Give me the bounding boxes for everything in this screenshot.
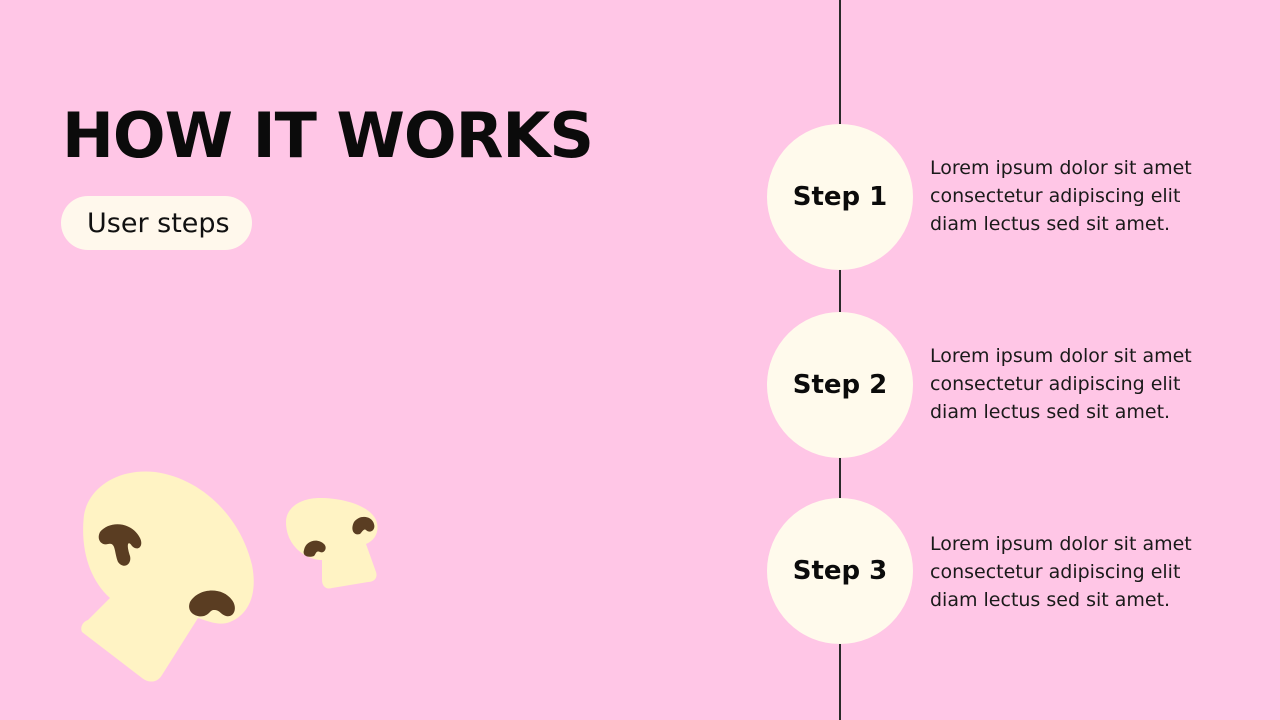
- step-3-description-line: Lorem ipsum dolor sit amet: [930, 533, 1192, 555]
- step-2-description: Lorem ipsum dolor sit amet consectetur a…: [930, 342, 1250, 426]
- step-1-description-line: diam lectus sed sit amet.: [930, 213, 1171, 235]
- small-mushroom-slice-icon: [286, 498, 378, 589]
- subtitle-pill: User steps: [61, 196, 252, 250]
- step-2-description-line: Lorem ipsum dolor sit amet: [930, 345, 1192, 367]
- step-3-description-line: consectetur adipiscing elit: [930, 561, 1181, 583]
- step-3-circle: Step 3: [767, 498, 913, 644]
- step-1-circle: Step 1: [767, 124, 913, 270]
- step-3-description-line: diam lectus sed sit amet.: [930, 589, 1171, 611]
- step-2-description-line: consectetur adipiscing elit: [930, 373, 1181, 395]
- step-2-label: Step 2: [792, 370, 888, 400]
- step-1-label: Step 1: [792, 182, 888, 212]
- large-mushroom-slice-icon: [81, 471, 254, 682]
- step-1-description-line: consectetur adipiscing elit: [930, 185, 1181, 207]
- step-3-label: Step 3: [792, 556, 888, 586]
- step-3-description: Lorem ipsum dolor sit amet consectetur a…: [930, 530, 1250, 614]
- step-2-circle: Step 2: [767, 312, 913, 458]
- page-title: HOW IT WORKS: [62, 99, 594, 172]
- step-1-description: Lorem ipsum dolor sit amet consectetur a…: [930, 154, 1250, 238]
- step-1-description-line: Lorem ipsum dolor sit amet: [930, 157, 1192, 179]
- subtitle-pill-label: User steps: [87, 207, 230, 239]
- mushroom-slices-illustration: [81, 471, 378, 682]
- step-2-description-line: diam lectus sed sit amet.: [930, 401, 1171, 423]
